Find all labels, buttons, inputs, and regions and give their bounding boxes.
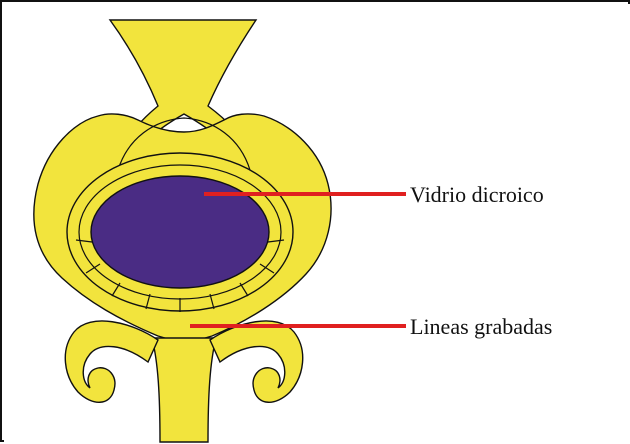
engraved-lines-label: Lineas grabadas <box>410 314 552 339</box>
dichroic-glass-label: Vidrio dicroico <box>410 182 544 207</box>
pendant-lower-stem <box>152 338 216 442</box>
